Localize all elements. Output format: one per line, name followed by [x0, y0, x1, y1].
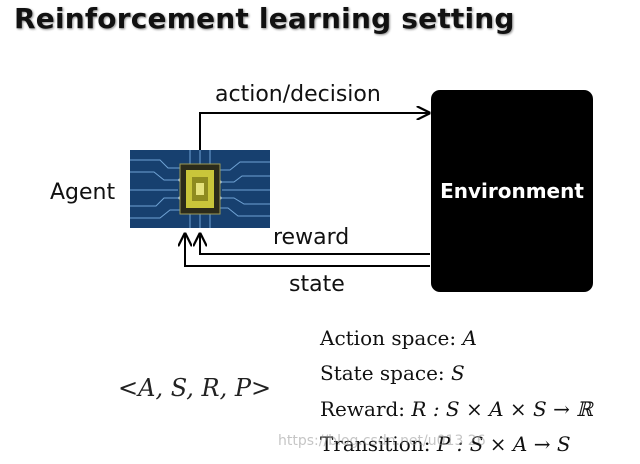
reward-label: reward [273, 225, 350, 250]
slide-title: Reinforcement learning setting [14, 2, 515, 35]
action-space-definition: Action space: A [320, 326, 477, 350]
action-space-label: Action space: [320, 326, 463, 350]
reward-arrow [200, 234, 430, 255]
action-arrow [199, 113, 429, 152]
reward-def-math: R : S × A × S → ℝ [411, 397, 593, 421]
reward-definition: Reward: R : S × A × S → ℝ [320, 397, 593, 421]
agent-chip-image [130, 150, 270, 228]
action-space-math: A [462, 326, 477, 350]
state-arrow [185, 234, 430, 267]
state-space-label: State space: [320, 361, 452, 385]
state-space-definition: State space: S [320, 361, 465, 385]
state-label: state [289, 272, 345, 297]
transition-definition: Transition: P : S × A → S [320, 432, 571, 456]
state-space-math: S [451, 361, 465, 385]
watermark-text: https://blog.csdn.net/u013 26 [278, 433, 486, 449]
transition-def-math: P : S × A → S [436, 432, 571, 456]
transition-def-label: Transition: [320, 432, 437, 456]
action-decision-label: action/decision [215, 82, 381, 107]
environment-label: Environment [440, 179, 584, 203]
environment-box: Environment [431, 90, 593, 292]
mdp-tuple: <A, S, R, P> [118, 374, 272, 402]
agent-label: Agent [50, 180, 116, 205]
reward-def-label: Reward: [320, 397, 412, 421]
